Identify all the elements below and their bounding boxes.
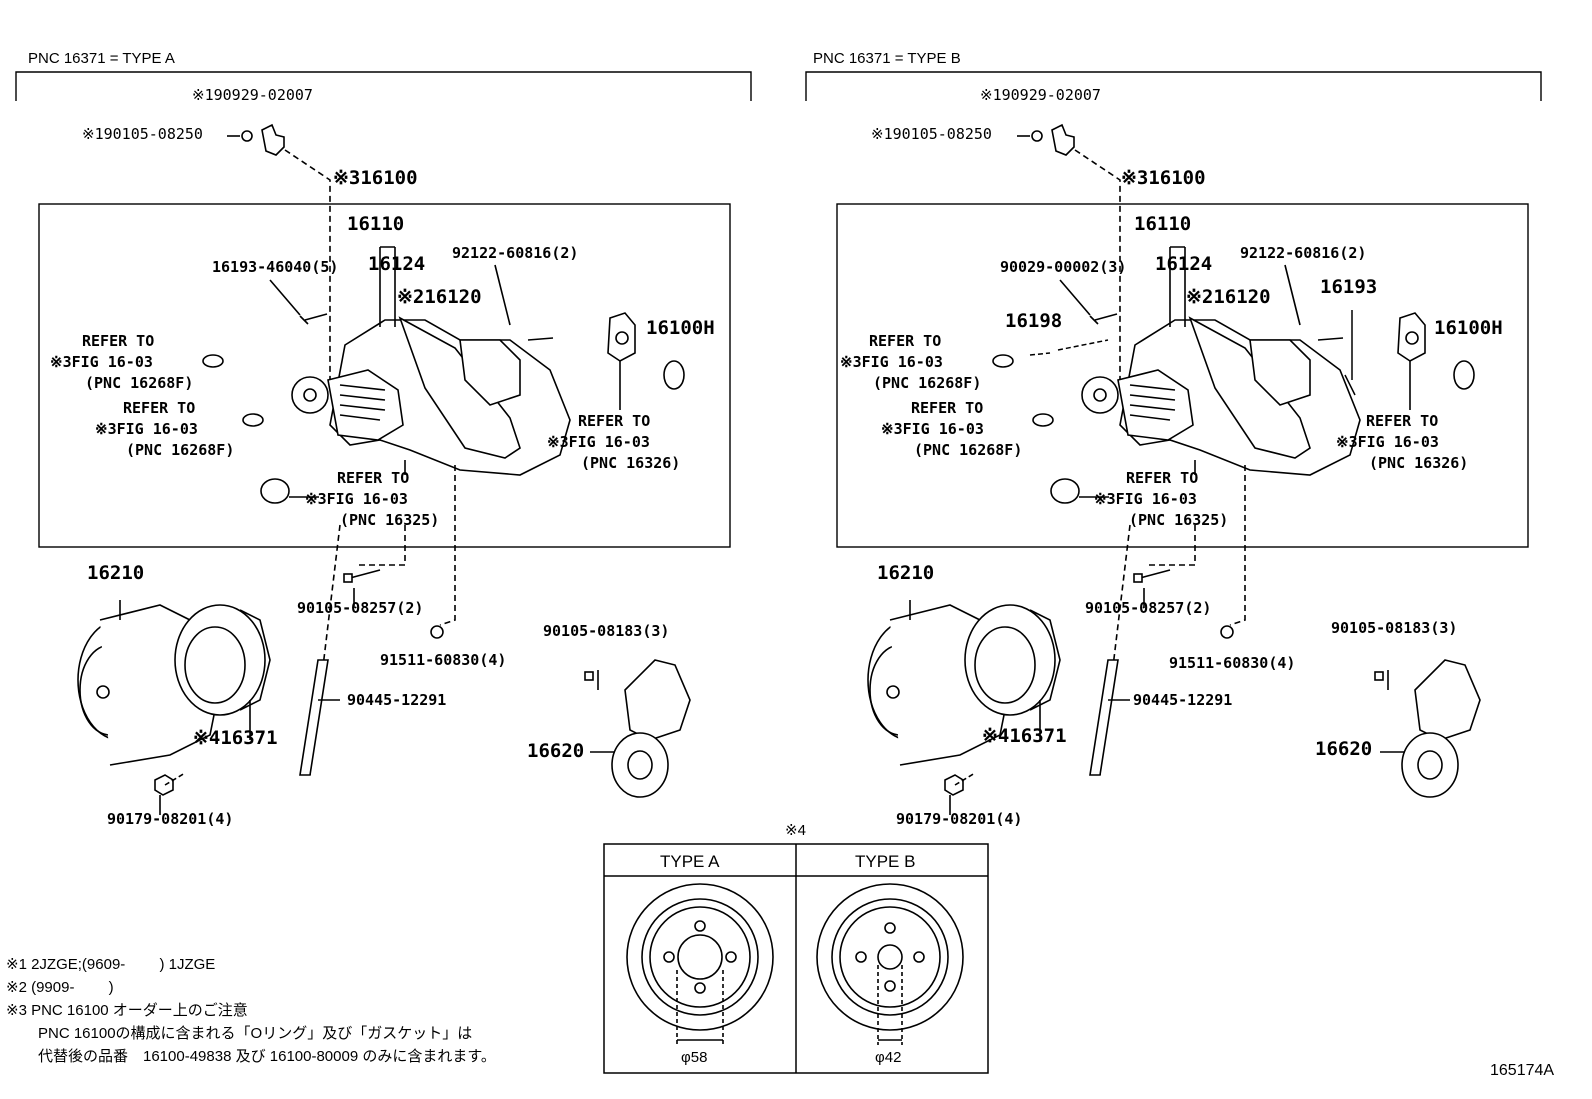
ref-line: ※3FIG 16-03 [50,353,153,371]
part-label: ※416371 [193,727,278,749]
part-label: ※316100 [333,167,418,189]
part-label: 90179-08201(4) [107,810,234,828]
ref-line: REFER TO [337,469,410,487]
ref-line: ※3FIG 16-03 [305,490,408,508]
ref-line: REFER TO [82,332,155,350]
ref-line: ※3FIG 16-03 [840,353,943,371]
dimension-a: φ58 [681,1049,708,1066]
part-label: 91511-60830(4) [380,651,507,669]
note-3-line-3: 代替後の品番 16100-49838 及び 16100-80009 のみに含まれ… [38,1048,496,1065]
left-bracket [15,71,752,101]
part-label: 16193-46040(5) [212,258,339,276]
dimension-b: φ42 [875,1049,902,1066]
ref-line: (PNC 16268F) [85,374,194,392]
ref-line: REFER TO [1366,412,1439,430]
figure-id: 165174A [1490,1062,1555,1079]
part-label: ※316100 [1121,167,1206,189]
note-2: ※2 (9909- ) [6,979,114,996]
right-type-label: PNC 16371 = TYPE B [813,50,961,67]
note-3-line-2: PNC 16100の構成に含まれる「Oリング」及び「ガスケット」は [38,1025,473,1042]
left-type-label: PNC 16371 = TYPE A [28,50,175,67]
part-label: 92122-60816(2) [452,244,579,262]
part-label: 16198 [1005,310,1063,332]
ref-line: REFER TO [123,399,196,417]
part-label: ※190929-02007 [980,86,1101,104]
part-label: 90105-08183(3) [1331,619,1458,637]
part-label: ※190929-02007 [192,86,313,104]
ref-line: (PNC 16268F) [126,441,235,459]
pulley-type-a-drawing [626,883,774,1045]
note-1: ※1 2JZGE;(9609- ) 1JZGE [6,956,216,973]
part-label: ※416371 [982,725,1067,747]
part-label: 92122-60816(2) [1240,244,1367,262]
pulley-type-b-drawing [816,883,964,1045]
right-assembly-box [836,203,1529,548]
ref-line: ※3FIG 16-03 [95,420,198,438]
part-label: 16620 [1315,738,1373,760]
ref-line: ※3FIG 16-03 [1094,490,1197,508]
table-header-type-b: TYPE B [855,852,916,871]
part-label: 90445-12291 [347,691,447,709]
part-label: 90105-08183(3) [543,622,670,640]
part-label: ※216120 [1186,286,1271,308]
part-label: ※216120 [397,286,482,308]
part-label: 91511-60830(4) [1169,654,1296,672]
note-3: ※3 PNC 16100 オーダー上のご注意 [6,1002,248,1019]
part-label: 16110 [1134,213,1192,235]
part-label: 16124 [368,253,426,275]
ref-line: REFER TO [869,332,942,350]
ref-line: (PNC 16268F) [873,374,982,392]
part-label: 16124 [1155,253,1213,275]
table-note: ※4 [785,822,806,839]
ref-line: (PNC 16325) [340,511,440,529]
ref-line: REFER TO [1126,469,1199,487]
ref-line: (PNC 16326) [581,454,681,472]
left-assembly-box [38,203,731,548]
part-label: 16210 [87,562,145,584]
ref-line: ※3FIG 16-03 [881,420,984,438]
table-header-type-a: TYPE A [660,852,720,871]
part-label: 90029-00002(3) [1000,258,1127,276]
part-label: 90105-08257(2) [1085,599,1212,617]
part-label: ※190105-08250 [871,125,992,143]
ref-line: REFER TO [911,399,984,417]
ref-line: (PNC 16326) [1369,454,1469,472]
right-bracket [805,71,1542,101]
part-label: 90179-08201(4) [896,810,1023,828]
ref-line: (PNC 16325) [1129,511,1229,529]
part-label: 16620 [527,740,585,762]
part-label: 16100H [1434,317,1503,339]
part-label: 16210 [877,562,935,584]
ref-line: ※3FIG 16-03 [1336,433,1439,451]
part-label: 16193 [1320,276,1378,298]
ref-line: REFER TO [578,412,651,430]
part-label: 16110 [347,213,405,235]
part-label: ※190105-08250 [82,125,203,143]
ref-line: ※3FIG 16-03 [547,433,650,451]
part-label: 90105-08257(2) [297,599,424,617]
part-label: 16100H [646,317,715,339]
ref-line: (PNC 16268F) [914,441,1023,459]
part-label: 90445-12291 [1133,691,1233,709]
